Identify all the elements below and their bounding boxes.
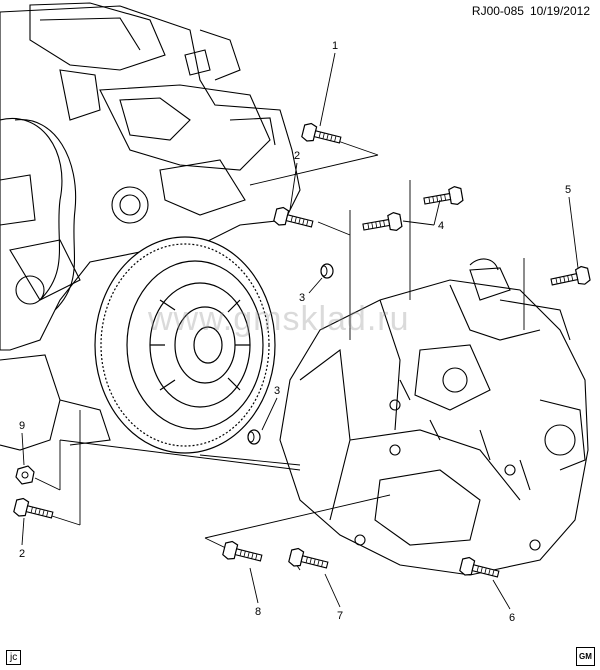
clutch-flywheel-assembly [94,236,276,454]
bolt-1 [300,121,343,150]
callout-leaders [21,52,579,610]
callout-3-lower: 3 [274,385,280,397]
drawing-header: RJ00-085 10/19/2012 [472,4,590,18]
callout-4: 4 [438,220,444,232]
callout-9: 9 [19,420,25,432]
dowel-3-upper [320,263,334,279]
drawing-date: 10/19/2012 [529,4,590,18]
gm-logo: GM [576,647,595,666]
callout-7: 7 [337,610,343,622]
callout-2-upper: 2 [294,150,300,162]
bolt-2-lower [12,496,55,525]
bolt-2-upper [272,205,315,234]
callout-3-upper: 3 [299,292,305,304]
callout-8: 8 [255,606,261,618]
bolt-7 [287,546,330,575]
callout-6: 6 [509,612,515,624]
dowel-3-lower [247,429,261,445]
transmission-assembly [279,258,589,576]
engine-assembly [0,2,301,451]
nut-9 [15,465,35,485]
callout-2-lower: 2 [19,548,25,560]
artist-initials: jc [6,650,22,665]
bolt-4-lower [361,210,404,237]
callout-1: 1 [332,40,338,52]
bolt-8 [221,539,264,568]
reference-number: RJ00-085 [471,4,524,18]
watermark: www.gmsklad.ru [148,300,410,338]
callout-5: 5 [565,184,571,196]
bolt-4-upper [422,184,465,211]
bolt-5 [549,264,592,292]
